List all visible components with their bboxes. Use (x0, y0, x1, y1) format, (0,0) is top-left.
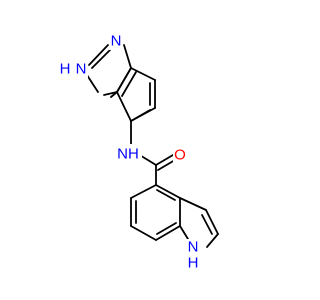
bond (206, 233, 219, 248)
bond (130, 67, 156, 81)
bond (157, 159, 176, 171)
bond (123, 44, 132, 69)
bond (201, 214, 213, 235)
bond (156, 189, 176, 201)
bond (121, 71, 137, 97)
bond (103, 91, 118, 96)
bond (91, 49, 111, 69)
atom-n-benzimidazole: N (111, 33, 122, 50)
bond (179, 225, 189, 240)
bond (205, 209, 219, 235)
bond (116, 67, 132, 93)
molecule-structure-diagram: N N H NH O N H (58, 32, 219, 272)
atom-n-indole: N (188, 239, 199, 256)
bond (130, 184, 157, 199)
atom-labels: N N H NH O N H (58, 32, 200, 272)
bond (116, 91, 132, 122)
atom-o-carbonyl: O (174, 147, 186, 164)
atom-h-indole: H (188, 255, 199, 272)
benzimidazole-ring (84, 44, 156, 122)
bond (155, 184, 181, 199)
bond (130, 225, 157, 241)
bond (110, 91, 118, 98)
atom-n-benzimidazole-nh: N (76, 61, 87, 78)
bond (155, 154, 174, 166)
bond (156, 222, 177, 235)
bond (88, 44, 109, 66)
bond (130, 109, 151, 122)
atom-h-benzimidazole: H (60, 61, 71, 78)
indole-ring (130, 184, 219, 248)
atom-nh-amide: NH (117, 146, 139, 163)
bond (179, 197, 207, 211)
bond (155, 225, 181, 241)
